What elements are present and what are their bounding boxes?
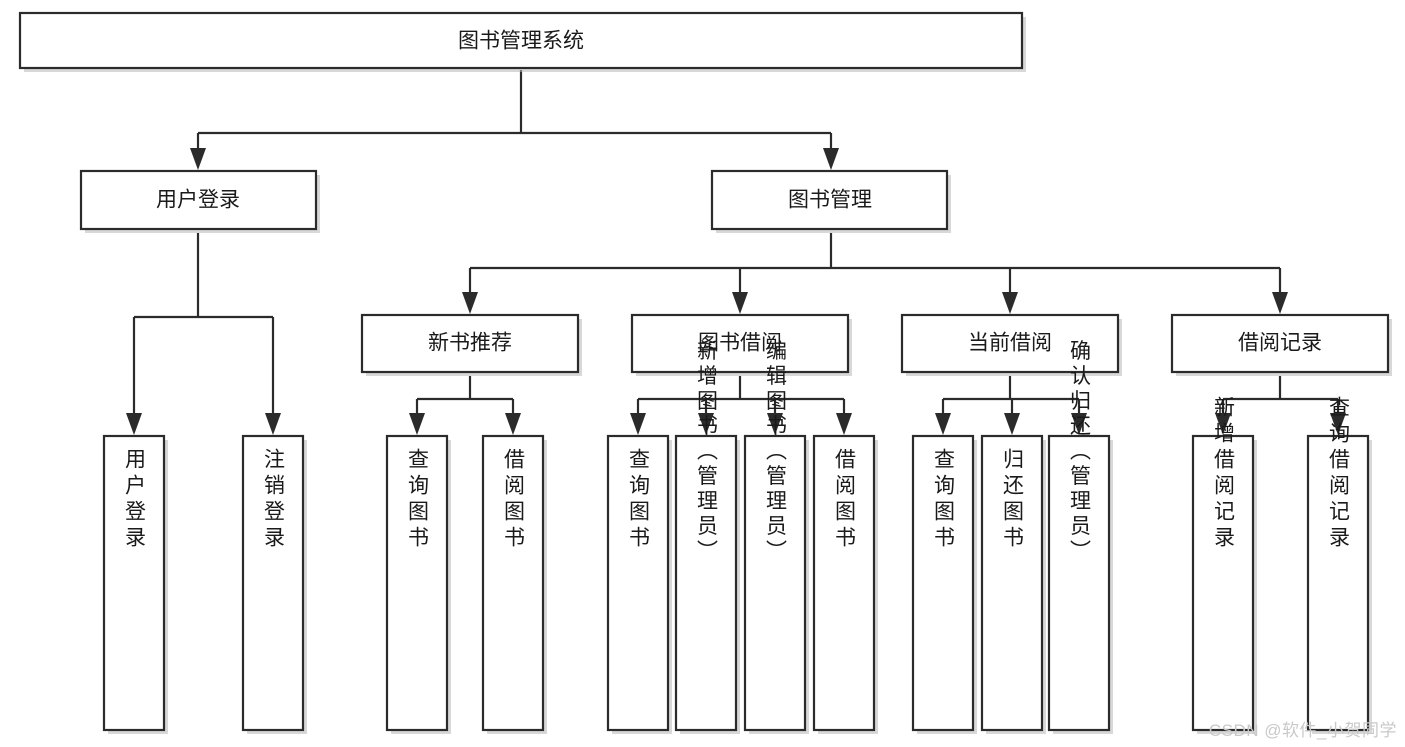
leaf-nbr-query-book-box[interactable] (385, 434, 449, 732)
leaf-bb-add-book-admin-label: 新增图书（管理员） (695, 340, 719, 565)
node-root[interactable]: 图书管理系统 (18, 11, 1026, 72)
arrow-head-bb-leaf-1 (630, 413, 646, 435)
arrow-head-bb-leaf-3 (767, 413, 783, 435)
leaf-nbr-borrow-book-label: 借阅图书 (502, 448, 526, 552)
node-root-label: 图书管理系统 (458, 30, 584, 53)
leaf-user-login-label: 用户登录 (123, 448, 147, 552)
leaf-logout-box[interactable] (241, 434, 305, 732)
leaf-bb-query-book-box[interactable] (606, 434, 670, 732)
arrow-head-br-leaf-1 (1215, 413, 1231, 435)
leaf-cb-confirm-return-admin-label: 确认归还（管理员） (1068, 340, 1092, 565)
arrow-head-book-borrow (732, 292, 748, 314)
node-borrow-record-label: 借阅记录 (1238, 332, 1322, 355)
csdn-watermark: CSDN @软件_小贺同学 (1208, 721, 1397, 740)
arrow-head-new-book-rec (462, 292, 478, 314)
node-user-login-box[interactable] (79, 169, 318, 231)
arrow-head-bb-leaf-4 (836, 413, 852, 435)
arrow-head-br-leaf-2 (1330, 413, 1346, 435)
node-book-mgmt[interactable]: 图书管理 (710, 169, 951, 233)
arrow-head-nbr-leaf-1 (409, 413, 425, 435)
node-book-mgmt-box[interactable] (710, 169, 949, 231)
leaf-cb-query-book[interactable]: 查询图书 (911, 434, 977, 734)
leaf-logout-label: 注销登录 (262, 448, 286, 552)
leaf-nbr-borrow-book-box[interactable] (481, 434, 545, 732)
leaf-br-add-record-box[interactable] (1191, 434, 1255, 732)
arrow-head-cb-leaf-2 (1004, 413, 1020, 435)
leaf-cb-confirm-return-admin[interactable]: 确认归还（管理员） (1047, 340, 1113, 735)
node-book-borrow[interactable]: 图书借阅 (630, 313, 852, 376)
node-book-borrow-label: 图书借阅 (698, 332, 782, 355)
leaf-bb-borrow-book-box[interactable] (812, 434, 876, 732)
node-current-borrow[interactable]: 当前借阅 (900, 313, 1122, 376)
leaf-bb-add-book-admin[interactable]: 新增图书（管理员） (674, 340, 740, 735)
leaf-logout[interactable]: 注销登录 (241, 434, 307, 734)
leaf-user-login-box[interactable] (102, 434, 166, 732)
node-new-book-recommend[interactable]: 新书推荐 (360, 313, 582, 376)
leaf-nbr-query-book-label: 查询图书 (406, 448, 430, 552)
node-user-login[interactable]: 用户登录 (79, 169, 320, 233)
arrow-head-cb-leaf-3 (1071, 413, 1087, 435)
arrow-head-bb-leaf-2 (698, 413, 714, 435)
node-current-borrow-box[interactable] (900, 313, 1120, 374)
leaf-br-query-record-box[interactable] (1306, 434, 1370, 732)
arrow-head-leaf-logout (265, 413, 281, 435)
connector-layer (126, 70, 1346, 435)
leaf-bb-edit-book-admin-box[interactable] (743, 434, 807, 732)
leaf-cb-return-book[interactable]: 归还图书 (980, 434, 1046, 734)
node-book-borrow-box[interactable] (630, 313, 850, 374)
leaf-user-login[interactable]: 用户登录 (102, 434, 168, 734)
leaf-cb-return-book-box[interactable] (980, 434, 1044, 732)
node-book-mgmt-label: 图书管理 (788, 189, 872, 212)
leaf-bb-add-book-admin-box[interactable] (674, 434, 738, 732)
leaf-bb-edit-book-admin[interactable]: 编辑图书（管理员） (743, 340, 809, 735)
leaf-bb-query-book[interactable]: 查询图书 (606, 434, 672, 734)
node-new-book-recommend-box[interactable] (360, 313, 580, 374)
node-borrow-record[interactable]: 借阅记录 (1170, 313, 1392, 376)
leaf-br-add-record[interactable]: 新增借阅记录 (1191, 396, 1257, 734)
leaf-bb-query-book-label: 查询图书 (627, 448, 651, 552)
node-new-book-recommend-label: 新书推荐 (428, 332, 512, 355)
leaf-bb-edit-book-admin-label: 编辑图书（管理员） (764, 340, 788, 565)
node-current-borrow-label: 当前借阅 (968, 332, 1052, 355)
arrow-head-cb-leaf-1 (935, 413, 951, 435)
leaf-br-query-record[interactable]: 查询借阅记录 (1306, 396, 1372, 734)
arrow-head-borrow-record (1272, 292, 1288, 314)
arrow-head-current-borrow (1002, 292, 1018, 314)
node-root-box[interactable] (18, 11, 1024, 70)
leaf-cb-query-book-box[interactable] (911, 434, 975, 732)
node-user-login-label: 用户登录 (156, 189, 240, 212)
leaf-br-add-record-label: 新增借阅记录 (1212, 396, 1236, 552)
arrow-head-user-login (190, 148, 206, 170)
node-borrow-record-box[interactable] (1170, 313, 1390, 374)
leaf-cb-confirm-return-admin-box[interactable] (1047, 434, 1111, 732)
leaf-nbr-query-book[interactable]: 查询图书 (385, 434, 451, 734)
leaf-bb-borrow-book[interactable]: 借阅图书 (812, 434, 878, 734)
leaf-bb-borrow-book-label: 借阅图书 (833, 448, 857, 552)
arrow-head-leaf-user-login (126, 413, 142, 435)
leaf-br-query-record-label: 查询借阅记录 (1327, 396, 1351, 552)
arrow-head-nbr-leaf-2 (505, 413, 521, 435)
arrow-head-book-mgmt (823, 148, 839, 170)
leaf-cb-return-book-label: 归还图书 (1001, 448, 1025, 552)
leaf-cb-query-book-label: 查询图书 (932, 448, 956, 552)
leaf-nbr-borrow-book[interactable]: 借阅图书 (481, 434, 547, 734)
